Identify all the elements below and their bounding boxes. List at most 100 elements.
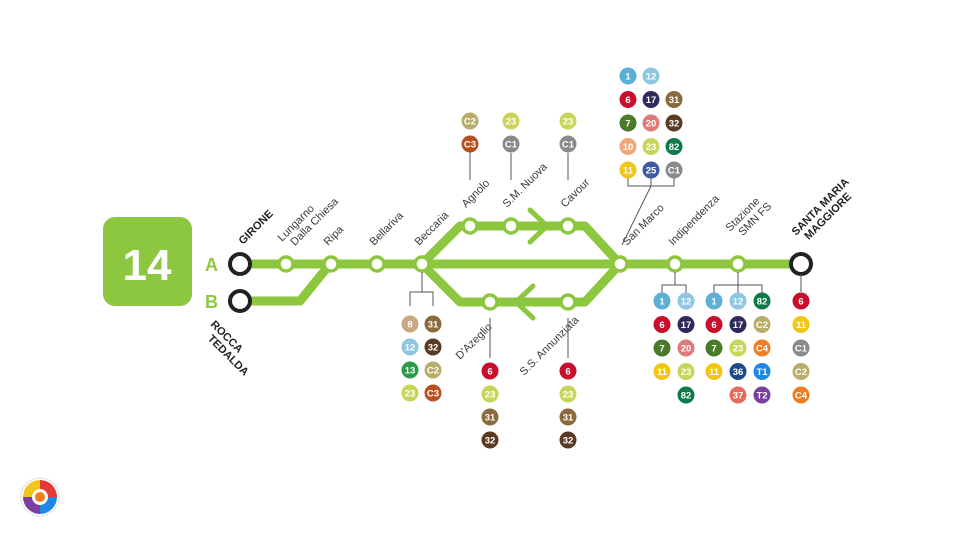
line-badge-label-indipendenza-b-1: 17 — [681, 320, 692, 331]
line-badge-label-dazeglio-0: 6 — [487, 366, 492, 377]
line-badge-label-dazeglio-3: 32 — [485, 435, 496, 446]
terminal-marker-santa-maria — [789, 252, 813, 276]
line-badge-label-san-marco-b-3: 23 — [646, 142, 657, 153]
stop-marker-agnolo — [461, 217, 479, 235]
line-badge-beccaria-b-1 — [424, 338, 442, 356]
line-badge-san-marco-c-3 — [665, 161, 683, 179]
line-badge-indipendenza-a-3 — [653, 363, 671, 380]
line-badge-stazione-a-0 — [705, 292, 723, 310]
stop-label-dazeglio: D'Azeglio — [454, 321, 495, 362]
line-badge-santa-maria-1 — [792, 316, 810, 333]
line-badge-label-stazione-b-2: 23 — [733, 343, 744, 354]
line-badge-indipendenza-a-0 — [653, 292, 671, 310]
line-badge-label-sm-nuova-1: C1 — [505, 139, 518, 150]
stop-label-sm-nuova: S.M. Nuova — [501, 160, 551, 210]
line-badge-santa-maria-4 — [792, 386, 810, 404]
line-badge-label-indipendenza-a-3: 11 — [657, 367, 668, 378]
arrow-right-icon — [527, 207, 550, 245]
stop-marker-ss-annunziata — [559, 293, 577, 311]
line-badge-label-san-marco-a-3: 10 — [623, 142, 634, 153]
line-badge-label-beccaria-b-3: C3 — [427, 388, 439, 399]
line-badge-stazione-b-2 — [729, 339, 747, 357]
line-badge-label-beccaria-b-1: 32 — [428, 342, 439, 353]
terminal-label-santa-maria: SANTA MARIA MAGGIORE — [790, 174, 862, 246]
line-badge-label-beccaria-b-2: C2 — [427, 365, 439, 376]
line-badge-dazeglio-3 — [481, 431, 499, 449]
line-badge-indipendenza-a-1 — [653, 316, 671, 333]
line-badge-san-marco-a-0 — [619, 67, 637, 85]
line-badge-label-san-marco-c-0: 31 — [669, 95, 680, 106]
line-badge-label-cavour-0: 23 — [563, 116, 574, 127]
route-number: 14 — [123, 241, 172, 290]
stop-label-indipendenza: Indipendenza — [667, 192, 723, 248]
line-badge-label-stazione-c-1: C2 — [756, 320, 768, 331]
line-badge-label-stazione-a-3: 11 — [709, 367, 720, 378]
line-badge-santa-maria-2 — [792, 339, 810, 357]
line-badge-label-ss-annunziata-3: 32 — [563, 435, 574, 446]
terminal-label-rocca: ROCCA TEDALDA — [199, 319, 259, 379]
line-badge-label-stazione-b-4: 37 — [733, 390, 744, 401]
line-badge-label-ss-annunziata-0: 6 — [565, 366, 570, 377]
line-badge-stazione-c-1 — [753, 316, 771, 333]
line-badge-ss-annunziata-3 — [559, 431, 577, 449]
line-badge-label-stazione-a-2: 7 — [711, 343, 716, 354]
line-badge-label-san-marco-a-4: 11 — [623, 165, 634, 176]
line-badge-label-santa-maria-1: 11 — [796, 320, 807, 331]
line-badge-label-santa-maria-3: C2 — [795, 367, 807, 378]
line-badge-label-stazione-a-0: 1 — [711, 296, 717, 307]
stop-label-cavour: Cavour — [559, 176, 593, 210]
stop-marker-indipendenza — [666, 255, 684, 273]
line-badge-agnolo-0 — [461, 112, 479, 130]
line-badge-label-beccaria-a-3: 23 — [405, 388, 416, 399]
branch-b-label: B — [205, 292, 218, 312]
line-badge-indipendenza-b-3 — [677, 363, 695, 380]
line-badge-label-indipendenza-b-4: 82 — [681, 390, 692, 401]
stop-marker-bellariva — [368, 255, 386, 273]
stop-label-ripa: Ripa — [322, 223, 347, 248]
line-badge-sm-nuova-1 — [502, 135, 520, 153]
terminal-markers — [228, 252, 813, 313]
line-badge-label-santa-maria-0: 6 — [798, 296, 803, 307]
line-badge-label-stazione-b-0: 12 — [733, 296, 744, 307]
line-badge-stazione-a-1 — [705, 316, 723, 333]
line-badge-label-san-marco-c-3: C1 — [668, 165, 681, 176]
stop-marker-cavour — [559, 217, 577, 235]
line-badge-san-marco-a-2 — [619, 114, 637, 132]
terminal-label-girone: GIRONE — [237, 208, 276, 247]
line-badge-label-agnolo-0: C2 — [464, 116, 476, 127]
line-badge-dazeglio-0 — [481, 362, 499, 380]
connection-badges: C2C323C123C116710111217202325313282C1812… — [401, 67, 810, 449]
line-badge-label-san-marco-b-4: 25 — [646, 165, 657, 176]
stop-label-bellariva: Bellariva — [368, 209, 407, 248]
line-badge-san-marco-c-1 — [665, 114, 683, 132]
line-badge-label-beccaria-a-1: 12 — [405, 342, 416, 353]
line-badge-san-marco-b-2 — [642, 114, 660, 132]
line-badge-san-marco-a-1 — [619, 91, 637, 108]
line-badge-label-san-marco-b-0: 12 — [646, 71, 657, 82]
stop-marker-lungarno — [277, 255, 295, 273]
line-badge-label-ss-annunziata-2: 31 — [563, 412, 574, 423]
terminal-marker-girone — [228, 252, 252, 276]
line-badge-label-indipendenza-b-0: 12 — [681, 296, 692, 307]
line-badge-label-stazione-b-1: 17 — [733, 320, 744, 331]
line-badge-cavour-1 — [559, 135, 577, 153]
line-badge-indipendenza-b-2 — [677, 339, 695, 357]
logo-icon — [20, 477, 60, 517]
stop-marker-stazione — [729, 255, 747, 273]
line-badge-san-marco-b-4 — [642, 161, 660, 179]
line-badge-label-sm-nuova-0: 23 — [506, 116, 517, 127]
stop-marker-dazeglio — [481, 293, 499, 311]
line-badge-stazione-a-2 — [705, 339, 723, 357]
direction-arrows — [513, 207, 550, 321]
line-badge-sm-nuova-0 — [502, 112, 520, 130]
line-badge-label-beccaria-a-2: 13 — [405, 365, 416, 376]
line-badge-label-san-marco-a-2: 7 — [625, 118, 630, 129]
line-badge-beccaria-a-2 — [401, 361, 419, 379]
line-badge-label-stazione-c-4: T2 — [756, 390, 767, 401]
line-badge-stazione-a-3 — [705, 363, 723, 380]
stop-marker-ripa — [322, 255, 340, 273]
line-badge-label-san-marco-b-2: 20 — [646, 118, 657, 129]
line-badge-beccaria-a-3 — [401, 384, 419, 402]
line-badge-dazeglio-2 — [481, 408, 499, 426]
